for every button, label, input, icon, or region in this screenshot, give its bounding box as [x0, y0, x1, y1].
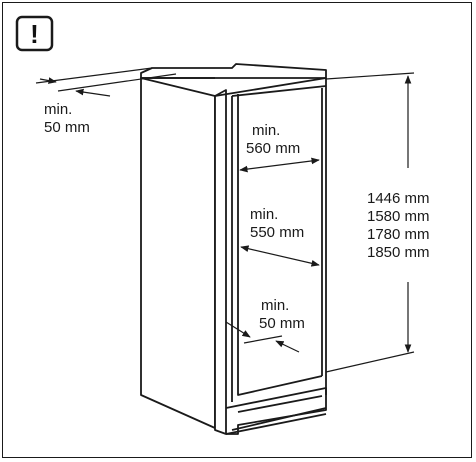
exclamation-warning-icon: !	[15, 15, 54, 52]
vent-gap-dimension	[225, 321, 300, 353]
depth-dimension	[239, 157, 320, 173]
vent-label-line1: min.	[261, 297, 289, 314]
svg-text:!: !	[30, 19, 39, 49]
top-gap-label-line1: min.	[44, 101, 72, 118]
vent-label-line2: 50 mm	[259, 315, 305, 332]
width-label-line1: min.	[250, 206, 278, 223]
top-gap-label-line2: 50 mm	[44, 119, 90, 136]
depth-label-line1: min.	[252, 122, 280, 139]
width-label-line2: 550 mm	[250, 224, 304, 241]
top-gap-dimension	[35, 67, 177, 97]
diagram-frame	[2, 2, 472, 458]
height-option-4: 1850 mm	[367, 244, 430, 261]
cabinet-niche	[140, 63, 327, 435]
height-dimension	[325, 72, 415, 373]
depth-label-line2: 560 mm	[246, 140, 300, 157]
height-option-2: 1580 mm	[367, 208, 430, 225]
height-option-1: 1446 mm	[367, 190, 430, 207]
height-option-3: 1780 mm	[367, 226, 430, 243]
width-dimension	[240, 245, 320, 267]
